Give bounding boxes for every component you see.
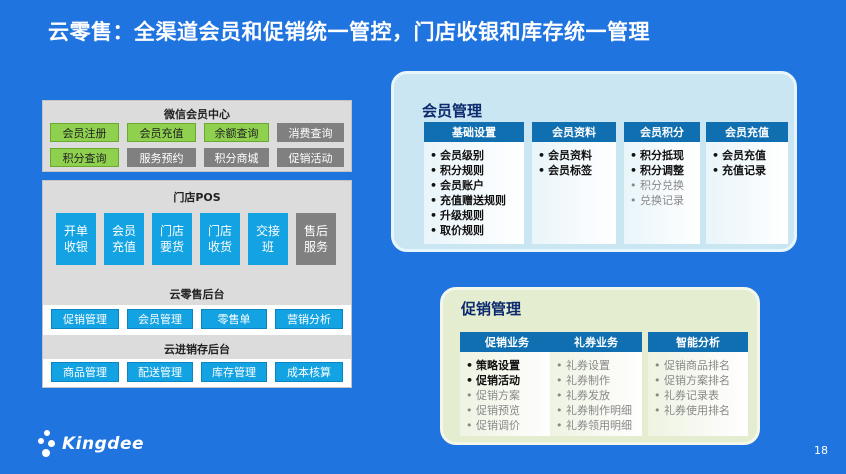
list-item[interactable]: 促销方案 — [466, 388, 520, 403]
list-item[interactable]: 会员级别 — [430, 148, 506, 163]
promo-column: 礼券业务礼券设置礼券制作礼券发放礼券制作明细礼券领用明细 — [550, 332, 642, 436]
list-item[interactable]: 积分规则 — [430, 163, 506, 178]
pos-button-label: 要货 — [159, 240, 184, 254]
kingdee-logo-icon — [36, 430, 58, 458]
list-item[interactable]: 礼券记录表 — [654, 388, 730, 403]
pos-button[interactable]: 开单收银 — [56, 213, 96, 265]
list-item[interactable]: 会员资料 — [538, 148, 592, 163]
list-item[interactable]: 充值赠送规则 — [430, 193, 506, 208]
member-column-header[interactable]: 会员积分 — [624, 122, 700, 142]
backend-module[interactable]: 会员管理 — [127, 309, 193, 329]
pos-button-label: 收银 — [63, 240, 88, 254]
member-column: 会员积分积分抵现积分调整积分兑换兑换记录 — [624, 122, 700, 244]
page-number: 18 — [814, 444, 828, 457]
backend-module[interactable]: 配送管理 — [127, 362, 193, 382]
backend-module[interactable]: 库存管理 — [201, 362, 267, 382]
promo-column: 促销业务策略设置促销活动促销方案促销预览促销调价 — [460, 332, 554, 436]
promo-item-list: 策略设置促销活动促销方案促销预览促销调价 — [466, 358, 520, 433]
list-item[interactable]: 积分兑换 — [630, 178, 684, 193]
wechat-panel-title: 微信会员中心 — [164, 108, 230, 121]
pos-button-label: 门店 — [207, 224, 232, 238]
backend-module[interactable]: 促销管理 — [51, 309, 119, 329]
backend-module[interactable]: 商品管理 — [51, 362, 119, 382]
list-item[interactable]: 兑换记录 — [630, 193, 684, 208]
wechat-item[interactable]: 积分查询 — [50, 148, 119, 167]
member-column: 会员资料会员资料会员标签 — [532, 122, 616, 244]
pos-button[interactable]: 门店收货 — [200, 213, 240, 265]
member-column-header[interactable]: 会员资料 — [532, 122, 616, 142]
list-item[interactable]: 充值记录 — [712, 163, 766, 178]
promotion-management-card: 促销管理 促销业务策略设置促销活动促销方案促销预览促销调价礼券业务礼券设置礼券制… — [440, 287, 760, 445]
wechat-item[interactable]: 消费查询 — [277, 123, 344, 142]
list-item[interactable]: 会员账户 — [430, 178, 506, 193]
list-item[interactable]: 礼券设置 — [556, 358, 632, 373]
pos-button[interactable]: 门店要货 — [152, 213, 192, 265]
member-column: 基础设置会员级别积分规则会员账户充值赠送规则升级规则取价规则 — [424, 122, 524, 244]
retail-backend-title: 云零售后台 — [169, 288, 225, 301]
list-item[interactable]: 促销预览 — [466, 403, 520, 418]
promo-column-header[interactable]: 促销业务 — [460, 332, 554, 352]
list-item[interactable]: 升级规则 — [430, 208, 506, 223]
pos-button-label: 门店 — [159, 224, 184, 238]
pos-button-label: 售后 — [303, 224, 328, 238]
list-item[interactable]: 礼券使用排名 — [654, 403, 730, 418]
list-item[interactable]: 礼券制作 — [556, 373, 632, 388]
pos-button[interactable]: 会员充值 — [104, 213, 144, 265]
backend-module[interactable]: 零售单 — [201, 309, 267, 329]
pos-button-label: 开单 — [63, 224, 88, 238]
promo-item-list: 促销商品排名促销方案排名礼券记录表礼券使用排名 — [654, 358, 730, 418]
list-item[interactable]: 促销活动 — [466, 373, 520, 388]
pos-button[interactable]: 交接班 — [248, 213, 288, 265]
promotion-management-title: 促销管理 — [461, 300, 522, 318]
kingdee-logo: Kingdee — [36, 430, 144, 458]
wechat-item[interactable]: 会员充值 — [127, 123, 196, 142]
pos-button-label: 班 — [261, 240, 274, 254]
list-item[interactable]: 策略设置 — [466, 358, 520, 373]
wechat-item[interactable]: 余额查询 — [204, 123, 269, 142]
pos-button-label: 充值 — [111, 240, 136, 254]
list-item[interactable]: 积分调整 — [630, 163, 684, 178]
backend-module[interactable]: 成本核算 — [275, 362, 343, 382]
wechat-item[interactable]: 会员注册 — [50, 123, 119, 142]
promo-column-header[interactable]: 礼券业务 — [550, 332, 642, 352]
wechat-item[interactable]: 服务预约 — [127, 148, 196, 167]
list-item[interactable]: 会员标签 — [538, 163, 592, 178]
list-item[interactable]: 促销方案排名 — [654, 373, 730, 388]
promo-column: 智能分析促销商品排名促销方案排名礼券记录表礼券使用排名 — [648, 332, 748, 436]
member-column: 会员充值会员充值充值记录 — [706, 122, 788, 244]
list-item[interactable]: 礼券发放 — [556, 388, 632, 403]
member-management-title: 会员管理 — [422, 102, 483, 120]
slide-title: 云零售：全渠道会员和促销统一管控，门店收银和库存统一管理 — [48, 20, 650, 44]
store-pos-panel: 门店POS 开单收银会员充值门店要货门店收货交接班售后服务 云零售后台 促销管理… — [42, 180, 352, 388]
member-item-list: 会员级别积分规则会员账户充值赠送规则升级规则取价规则 — [430, 148, 506, 238]
pos-panel-title: 门店POS — [173, 191, 221, 204]
member-column-header[interactable]: 基础设置 — [424, 122, 524, 142]
list-item[interactable]: 礼券领用明细 — [556, 418, 632, 433]
pos-button-label: 收货 — [207, 240, 232, 254]
pos-button-label: 交接 — [255, 224, 280, 238]
wechat-item[interactable]: 促销活动 — [277, 148, 344, 167]
list-item[interactable]: 取价规则 — [430, 223, 506, 238]
list-item[interactable]: 礼券制作明细 — [556, 403, 632, 418]
list-item[interactable]: 促销调价 — [466, 418, 520, 433]
promo-item-list: 礼券设置礼券制作礼券发放礼券制作明细礼券领用明细 — [556, 358, 632, 433]
kingdee-logo-text: Kingdee — [62, 434, 145, 454]
pos-button-label: 会员 — [111, 224, 136, 238]
backend-module[interactable]: 营销分析 — [275, 309, 343, 329]
pos-button[interactable]: 售后服务 — [296, 213, 336, 265]
promo-column-header[interactable]: 智能分析 — [648, 332, 748, 352]
member-item-list: 会员资料会员标签 — [538, 148, 592, 178]
wechat-member-center-panel: 微信会员中心 会员注册会员充值余额查询消费查询 积分查询服务预约积分商城促销活动 — [42, 100, 352, 172]
list-item[interactable]: 促销商品排名 — [654, 358, 730, 373]
inventory-backend-title: 云进销存后台 — [164, 343, 230, 356]
wechat-item[interactable]: 积分商城 — [204, 148, 269, 167]
list-item[interactable]: 会员充值 — [712, 148, 766, 163]
pos-button-label: 服务 — [303, 240, 328, 254]
member-item-list: 积分抵现积分调整积分兑换兑换记录 — [630, 148, 684, 208]
list-item[interactable]: 积分抵现 — [630, 148, 684, 163]
member-management-card: 会员管理 基础设置会员级别积分规则会员账户充值赠送规则升级规则取价规则会员资料会… — [391, 71, 797, 252]
member-column-header[interactable]: 会员充值 — [706, 122, 788, 142]
member-item-list: 会员充值充值记录 — [712, 148, 766, 178]
